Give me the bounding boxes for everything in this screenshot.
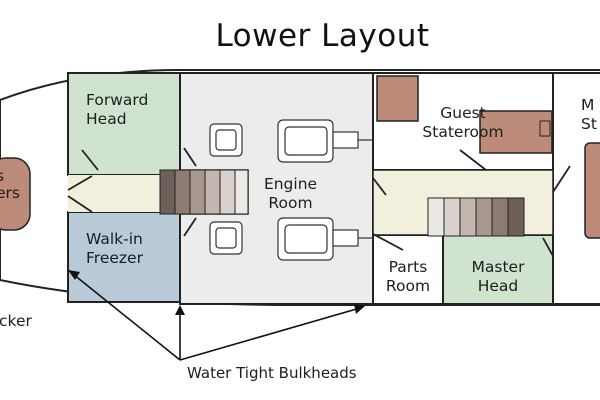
nightstand-icon: [539, 120, 551, 137]
master-head-room: [442, 234, 554, 305]
master-stateroom-label: M St: [581, 96, 597, 133]
stairs-icon: [159, 169, 249, 215]
forward-head-label: Forward Head: [86, 91, 149, 128]
diagram-title: Lower Layout: [215, 18, 430, 54]
engine-icon: [277, 119, 373, 163]
forward-head-room: [67, 72, 181, 176]
parts-room-label: Parts Room: [385, 258, 431, 295]
walk-in-freezer-label: Walk-in Freezer: [86, 230, 143, 267]
arrowheads: [68, 270, 365, 315]
bed-icon: [479, 110, 553, 154]
stairs-icon: [427, 197, 525, 237]
bulkheads-callout-label: Water Tight Bulkheads: [187, 364, 357, 382]
locker-label: cker: [0, 312, 32, 330]
guest-stateroom-label: Guest Stateroom: [422, 104, 504, 141]
callout-arrows: [67, 269, 361, 361]
bow-room-label: s ers: [0, 167, 20, 203]
bunk-icon: [376, 75, 419, 122]
master-head-label: Master Head: [471, 258, 525, 295]
engine-room-label: Engine Room: [263, 175, 318, 212]
generator-icon: [209, 221, 243, 255]
bed-icon: [584, 142, 600, 239]
engine-icon: [277, 217, 373, 261]
parts-room: [372, 234, 444, 305]
walk-in-freezer-room: [67, 211, 181, 303]
generator-icon: [209, 123, 243, 157]
bow-bed-icon: [0, 157, 31, 231]
door-lines: [67, 147, 571, 257]
